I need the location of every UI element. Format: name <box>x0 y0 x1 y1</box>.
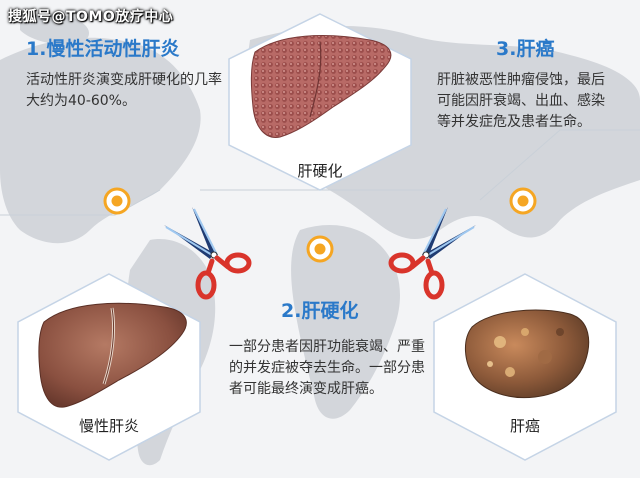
target-marker-icon <box>509 187 537 215</box>
cirrhotic-liver-image <box>250 35 392 138</box>
stage-1-description: 活动性肝炎演变成肝硬化的几率大约为40-60%。 <box>26 72 222 109</box>
stage-2-heading: 2.肝硬化 <box>281 300 359 322</box>
chronic-hepatitis-liver-image <box>38 302 187 408</box>
hepatitis-hex-label: 慢性肝炎 <box>78 417 139 435</box>
cancer-hex-label: 肝癌 <box>509 417 540 435</box>
cirrhosis-hexagon: 肝硬化 <box>225 12 415 192</box>
hepatitis-hexagon: 慢性肝炎 <box>14 272 204 462</box>
stage-2-description: 一部分患者因肝功能衰竭、严重的并发症被夺去生命。一部分患者可能最终演变成肝癌。 <box>229 339 425 397</box>
source-watermark: 搜狐号@TOMO放疗中心 <box>8 9 174 25</box>
scissors-icon <box>388 207 476 300</box>
stage-1-heading: 1.慢性活动性肝炎 <box>26 38 180 60</box>
target-marker-icon <box>103 187 131 215</box>
liver-cancer-image <box>465 309 590 399</box>
stage-3-heading: 3.肝癌 <box>496 38 555 60</box>
scissors-icon <box>164 207 252 300</box>
cancer-hexagon: 肝癌 <box>430 272 620 462</box>
cirrhosis-hex-label: 肝硬化 <box>297 162 343 180</box>
stage-3-description: 肝脏被恶性肿瘤侵蚀，最后可能因肝衰竭、出血、感染等并发症危及患者生命。 <box>437 72 605 130</box>
target-marker-icon <box>306 235 334 263</box>
